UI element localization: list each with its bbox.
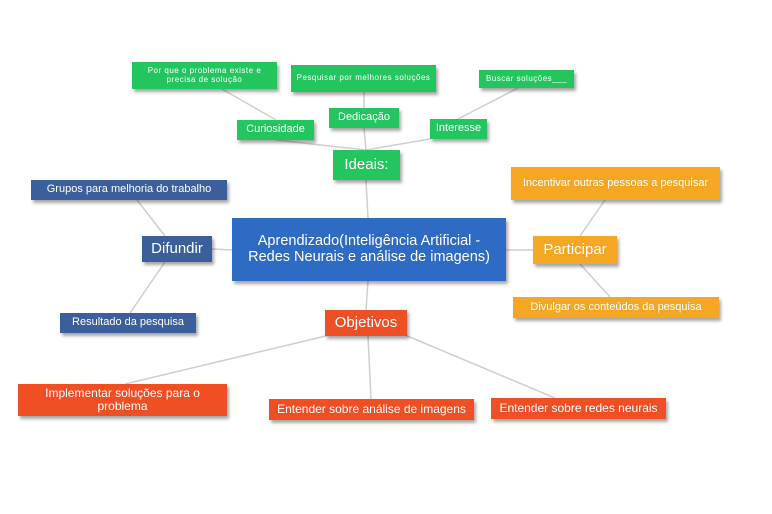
- node-objetivos[interactable]: Objetivos: [325, 310, 407, 336]
- node-resultado-label: Resultado da pesquisa: [72, 316, 184, 329]
- node-interesse-label: Interesse: [435, 122, 482, 135]
- node-participar[interactable]: Participar: [533, 236, 617, 264]
- node-resultado[interactable]: Resultado da pesquisa: [60, 313, 196, 333]
- node-curiosidade-note-label: Por que o problema existe e precisa de s…: [147, 66, 262, 84]
- node-dedicacao-note-label: Pesquisar por melhores soluções: [296, 73, 431, 83]
- node-grupos[interactable]: Grupos para melhoria do trabalho: [31, 180, 227, 200]
- node-curiosidade-label: Curiosidade: [246, 123, 305, 136]
- node-analise-label: Entender sobre análise de imagens: [277, 402, 466, 417]
- node-dedicacao-note[interactable]: Pesquisar por melhores soluções: [291, 65, 436, 92]
- node-dedicacao[interactable]: Dedicação: [329, 108, 399, 128]
- node-redes-label: Entender sobre redes neurais: [499, 401, 658, 416]
- central-topic-label: Aprendizado(Inteligência Artificial - Re…: [248, 232, 490, 265]
- node-grupos-label: Grupos para melhoria do trabalho: [46, 183, 212, 196]
- node-interesse-note-label: Buscar soluções___: [485, 73, 568, 83]
- central-topic[interactable]: Aprendizado(Inteligência Artificial - Re…: [232, 218, 506, 281]
- node-implementar[interactable]: Implementar soluções para o problema: [18, 384, 227, 416]
- node-objetivos-label: Objetivos: [334, 314, 398, 332]
- node-divulgar-label: Divulgar os conteúdos da pesquisa: [530, 300, 702, 313]
- node-dedicacao-label: Dedicação: [338, 111, 390, 124]
- node-curiosidade[interactable]: Curiosidade: [237, 120, 314, 140]
- node-curiosidade-note[interactable]: Por que o problema existe e precisa de s…: [132, 62, 277, 89]
- node-incentivar-label: Incentivar outras pessoas a pesquisar: [522, 176, 709, 189]
- node-divulgar[interactable]: Divulgar os conteúdos da pesquisa: [513, 297, 719, 318]
- node-difundir-label: Difundir: [151, 240, 203, 258]
- node-implementar-label: Implementar soluções para o problema: [45, 386, 200, 413]
- node-incentivar[interactable]: Incentivar outras pessoas a pesquisar: [511, 167, 720, 200]
- node-interesse-note[interactable]: Buscar soluções___: [479, 70, 574, 88]
- node-ideais-label: Ideais:: [344, 156, 389, 174]
- node-redes[interactable]: Entender sobre redes neurais: [491, 398, 666, 419]
- node-participar-label: Participar: [543, 241, 607, 259]
- node-analise[interactable]: Entender sobre análise de imagens: [269, 399, 474, 420]
- node-difundir[interactable]: Difundir: [142, 236, 212, 262]
- node-interesse[interactable]: Interesse: [430, 119, 487, 139]
- node-ideais[interactable]: Ideais:: [333, 150, 400, 180]
